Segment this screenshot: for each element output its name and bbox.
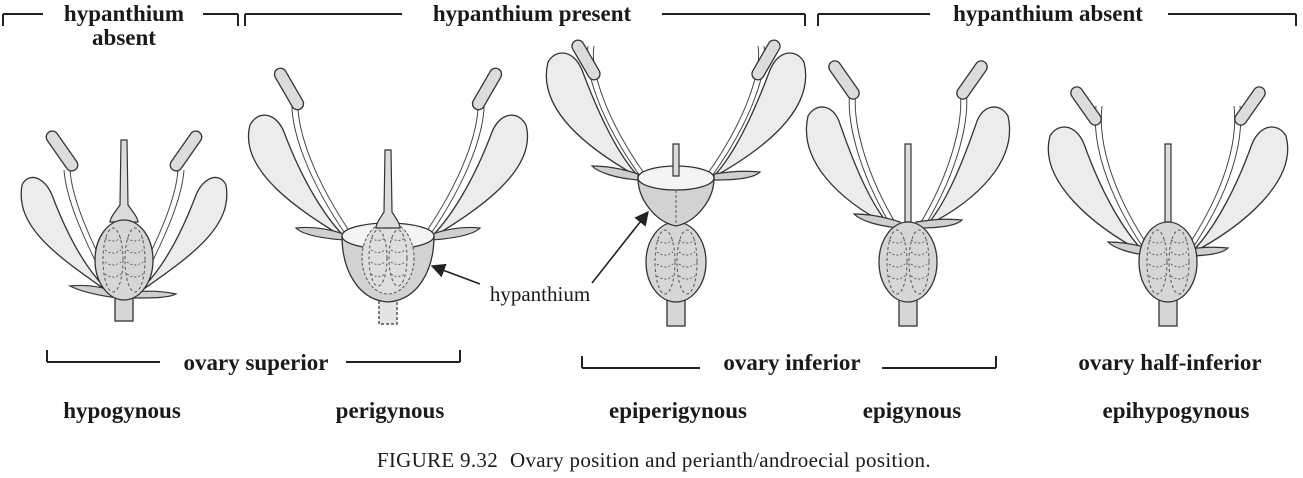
flower-perigynous: [247, 67, 529, 325]
caption-text: Ovary position and perianth/androecial p…: [510, 448, 931, 472]
flower-type-epigynous: epigynous: [863, 398, 961, 423]
ovary-bracket-inferior: ovary inferior: [581, 350, 997, 375]
flower-epigynous: [805, 60, 1011, 327]
flower-type-epihypogynous: epihypogynous: [1102, 398, 1249, 423]
flower-type-hypogynous: hypogynous: [63, 398, 181, 423]
flower-epihypogynous: [1047, 86, 1289, 327]
header-bracket-middle: hypanthium present: [244, 1, 806, 26]
header-bracket-right: hypanthium absent: [817, 1, 1297, 26]
ovary-inferior-label: ovary inferior: [723, 350, 860, 375]
flower-epiperigynous: [545, 39, 807, 327]
header-label-hypanthium-absent-line2: absent: [92, 25, 156, 50]
flower-hypogynous: [20, 130, 228, 322]
hypanthium-annotation: hypanthium: [430, 210, 649, 306]
header-label-hypanthium-absent-right: hypanthium absent: [953, 1, 1143, 26]
ovary-bracket-superior: ovary superior: [46, 350, 461, 375]
header-bracket-left: hypanthium absent: [2, 1, 239, 50]
ovary-half-inferior-label: ovary half-inferior: [1078, 350, 1261, 375]
flower-type-perigynous: perigynous: [336, 398, 445, 423]
figure-caption: FIGURE 9.32 Ovary position and perianth/…: [377, 448, 931, 472]
header-label-hypanthium-absent-line1: hypanthium: [64, 1, 184, 26]
hypanthium-label: hypanthium: [490, 282, 590, 306]
figure-number: FIGURE 9.32: [377, 448, 498, 472]
ovary-superior-label: ovary superior: [183, 350, 328, 375]
header-label-hypanthium-present: hypanthium present: [433, 1, 632, 26]
flower-type-epiperigynous: epiperigynous: [609, 398, 747, 423]
